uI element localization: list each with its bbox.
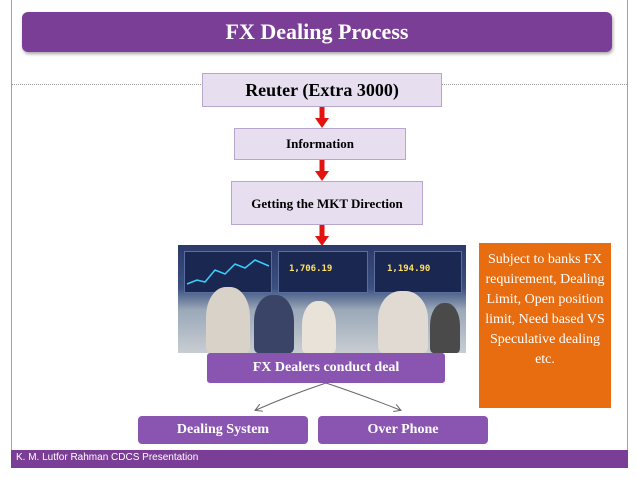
photo-screen-middle: 1,706.19 — [278, 251, 368, 293]
person-1 — [206, 287, 250, 353]
footer-bar — [11, 450, 628, 468]
slide-title: FX Dealing Process — [22, 12, 612, 52]
chart-glyph-icon — [186, 259, 270, 285]
arrow-direction-to-dealers — [315, 225, 329, 246]
fx-dealers-box: FX Dealers conduct deal — [207, 353, 445, 383]
arrow-to-over-phone — [325, 382, 400, 410]
dealing-room-photo: 1,706.19 1,194.90 — [178, 245, 466, 353]
reuter-box: Reuter (Extra 3000) — [202, 73, 442, 107]
arrow-info-to-direction — [315, 160, 329, 181]
screen-value-1: 1,706.19 — [289, 264, 333, 274]
arrow-reuter-to-info — [315, 107, 329, 128]
photo-screen-left — [184, 251, 272, 293]
arrow-to-dealing-system — [256, 382, 327, 410]
person-5 — [430, 303, 460, 353]
dealing-system-box: Dealing System — [138, 416, 308, 444]
information-box: Information — [234, 128, 406, 160]
person-2 — [254, 295, 294, 353]
screen-value-2: 1,194.90 — [387, 264, 431, 274]
conditions-note: Subject to banks FX requirement, Dealing… — [479, 243, 611, 408]
footer-text: K. M. Lutfor Rahman CDCS Presentation — [16, 452, 199, 463]
slide-frame — [11, 0, 628, 468]
over-phone-box: Over Phone — [318, 416, 488, 444]
person-4 — [378, 291, 428, 353]
market-direction-box: Getting the MKT Direction — [231, 181, 423, 225]
photo-screen-right: 1,194.90 — [374, 251, 462, 293]
person-3 — [302, 301, 336, 353]
